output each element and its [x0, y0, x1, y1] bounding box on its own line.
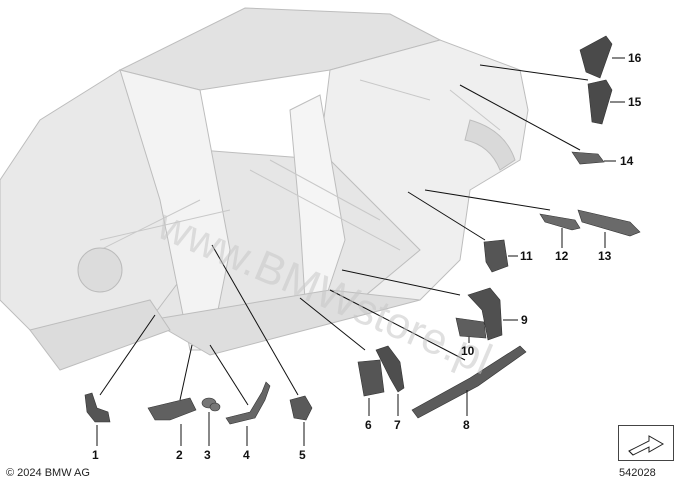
callout-14: 14 [620, 154, 634, 168]
callout-9: 9 [521, 313, 528, 327]
leader-lines [99, 64, 589, 406]
callout-8: 8 [463, 418, 470, 432]
callout-4: 4 [243, 448, 250, 462]
part-5 [289, 395, 313, 421]
callout-7: 7 [394, 418, 401, 432]
copyright-text: © 2024 BMW AG [6, 467, 90, 479]
callout-6: 6 [365, 418, 372, 432]
orientation-arrow-icon [628, 435, 665, 456]
callout-5: 5 [299, 448, 306, 462]
callout-16: 16 [628, 51, 642, 65]
part-12 [539, 213, 581, 231]
document-number: 542028 [619, 467, 656, 479]
view-orientation-box [618, 425, 674, 461]
callout-15: 15 [628, 95, 642, 109]
part-8 [411, 345, 527, 419]
part-13 [577, 209, 641, 237]
callout-1: 1 [92, 448, 99, 462]
part-2 [147, 397, 197, 421]
callout-11: 11 [520, 249, 533, 263]
callout-ticks [96, 57, 625, 446]
callout-2: 2 [176, 448, 183, 462]
part-15 [587, 79, 613, 125]
part-14 [571, 151, 605, 165]
part-16 [579, 35, 613, 79]
part-11 [483, 239, 509, 273]
part-6 [357, 359, 385, 397]
part-1 [84, 392, 111, 423]
callout-13: 13 [598, 249, 612, 263]
part-3 [201, 397, 221, 412]
callout-12: 12 [555, 249, 569, 263]
part-9 [467, 287, 503, 341]
part-10 [455, 317, 487, 339]
car-body-shell [0, 7, 529, 371]
part-7 [375, 345, 405, 393]
part-4 [225, 381, 271, 425]
callout-3: 3 [204, 448, 211, 462]
callout-10: 10 [461, 344, 475, 358]
